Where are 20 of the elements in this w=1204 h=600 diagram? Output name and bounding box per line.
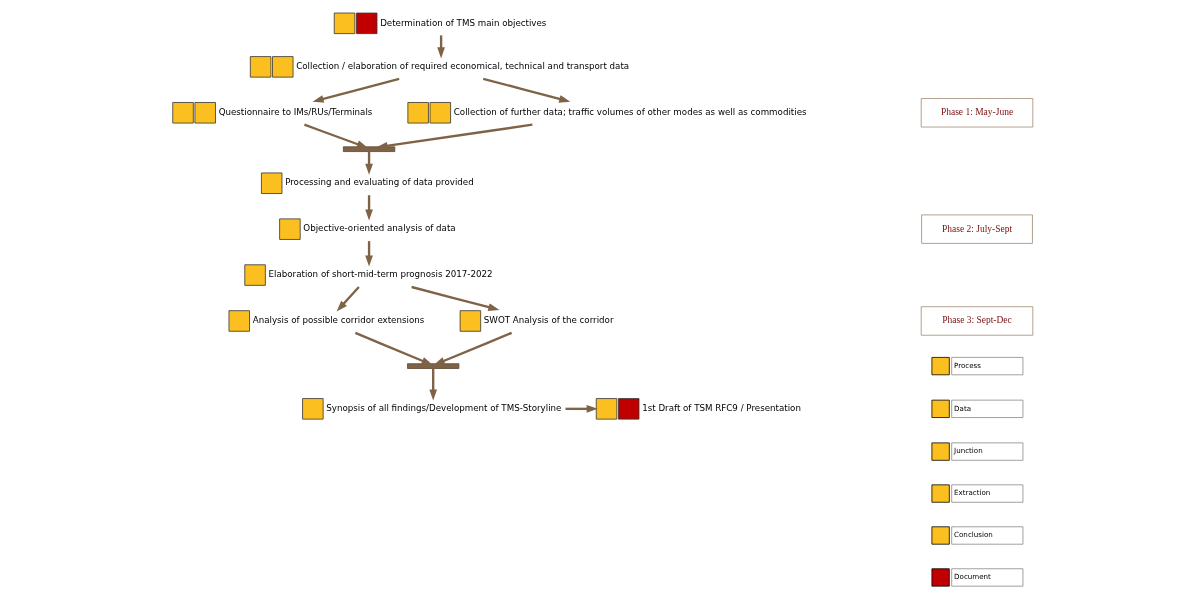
legend-label: Document	[954, 572, 991, 582]
node-label: Collection of further data; traffic volumes of other modes as well as commodities	[453, 107, 807, 117]
node-label: 1st Draft of TSM RFC9 / Presentation	[642, 403, 801, 414]
legend-label: Conclusion	[954, 530, 993, 540]
legend-label: Junction	[954, 446, 983, 456]
label: Phase 1: May-June	[940, 107, 1014, 118]
node-label: Analysis of possible corridor extensions	[252, 315, 425, 326]
node-label: Elaboration of short-mid-term prognosis 2017-2022	[268, 269, 493, 280]
node-label: Determination of TMS main objectives	[380, 17, 547, 28]
node-label: Collection / elaboration of required economical, technical and transport data	[296, 61, 630, 72]
legend-label: Extraction	[954, 488, 991, 498]
label: Phase 3: Sept-Dec	[942, 315, 1012, 326]
legend-label: Data	[954, 403, 972, 413]
node-label: Objective-oriented analysis of data	[303, 223, 456, 234]
label: Phase 2: July-Sept	[941, 223, 1013, 234]
node-label: SWOT Analysis of the corridor	[483, 315, 614, 326]
node-label: Questionnaire to IMs/RUs/Terminals	[218, 107, 373, 117]
legend-label: Process	[954, 360, 982, 370]
node-label: Processing and evaluating of data provided	[285, 177, 474, 188]
node-label: Synopsis of all findings/Development of TMS-Storyline	[326, 403, 562, 414]
